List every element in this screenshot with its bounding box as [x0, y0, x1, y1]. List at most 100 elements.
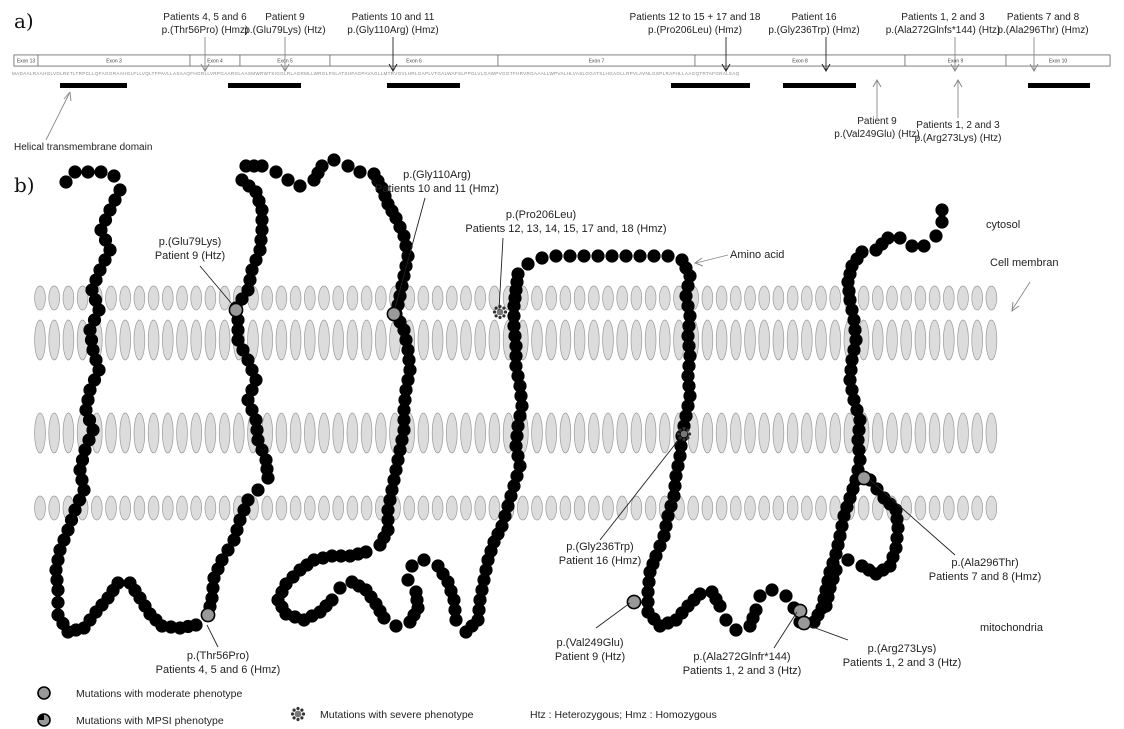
- lipid: [205, 413, 216, 453]
- amino-acid-residue: [753, 589, 766, 602]
- lipid: [361, 286, 372, 310]
- lipid: [290, 496, 301, 520]
- lipid: [375, 413, 386, 453]
- exon-label: Exon 13: [17, 59, 36, 65]
- lipid: [688, 496, 699, 520]
- lipid: [986, 320, 997, 360]
- legend-abbrev: Htz : Heterozygous; Hmz : Homozygous: [530, 709, 717, 721]
- legend-moderate: Mutations with moderate phenotype: [38, 687, 243, 700]
- lipid: [787, 286, 798, 310]
- lipid: [773, 286, 784, 310]
- annotation-val249: p.(Val249Glu) Patient 9 (Htz): [555, 603, 630, 663]
- lipid: [361, 413, 372, 453]
- lipid: [631, 286, 642, 310]
- lipid: [461, 413, 472, 453]
- lipid: [702, 320, 713, 360]
- lipid: [262, 496, 273, 520]
- lipid: [49, 413, 60, 453]
- svg-text:p.(Ala272Glnfr*144): p.(Ala272Glnfr*144): [693, 651, 790, 663]
- lipid: [177, 320, 188, 360]
- legend-mpsi: Mutations with MPSI phenotype: [38, 714, 224, 727]
- lipid: [432, 286, 443, 310]
- amino-acid-residue: [59, 175, 72, 188]
- lipid: [617, 320, 628, 360]
- lipid: [816, 413, 827, 453]
- lipid: [446, 496, 457, 520]
- lipid: [177, 496, 188, 520]
- svg-text:p.(Gly236Trp): p.(Gly236Trp): [566, 541, 633, 553]
- exon-label: Exon 4: [207, 59, 223, 65]
- lipid: [546, 413, 557, 453]
- lipid: [489, 320, 500, 360]
- lipid: [759, 413, 770, 453]
- lipid: [106, 496, 117, 520]
- lipid: [489, 286, 500, 310]
- helical-domain-bar: [671, 83, 750, 88]
- amino-acid-residue: [417, 553, 430, 566]
- lipid: [347, 286, 358, 310]
- lipid: [49, 496, 60, 520]
- lipid: [972, 413, 983, 453]
- lipid: [219, 413, 230, 453]
- lipid: [659, 320, 670, 360]
- svg-text:Mutations with severe phenotyp: Mutations with severe phenotype: [320, 709, 474, 721]
- lipid: [162, 496, 173, 520]
- svg-text:Patients 1, 2 and 3 (Htz): Patients 1, 2 and 3 (Htz): [683, 665, 802, 677]
- bottom-mutation-val249: Patient 9 p.(Val249Glu) (Htz): [834, 80, 919, 140]
- lipid: [801, 496, 812, 520]
- amino-acid-residue: [855, 245, 868, 258]
- lipid: [730, 320, 741, 360]
- amino-acid-residue: [893, 231, 906, 244]
- lipid: [816, 496, 827, 520]
- lipid: [730, 496, 741, 520]
- amino-acid-residue: [255, 159, 268, 172]
- svg-text:Patients 1, 2 and 3: Patients 1, 2 and 3: [901, 12, 985, 23]
- lipid: [461, 496, 472, 520]
- amino-acid-residue: [68, 165, 81, 178]
- svg-text:Patients 7 and 8: Patients 7 and 8: [1007, 12, 1080, 23]
- lipid: [489, 496, 500, 520]
- mutation-moderate: [793, 604, 806, 617]
- lipid: [120, 286, 131, 310]
- lipid: [361, 496, 372, 520]
- svg-text:Patient 9 (Htz): Patient 9 (Htz): [555, 651, 625, 663]
- lipid: [120, 320, 131, 360]
- lipid: [887, 413, 898, 453]
- svg-text:Patients 1, 2 and 3: Patients 1, 2 and 3: [916, 120, 1000, 131]
- lipid: [475, 320, 486, 360]
- lipid: [532, 286, 543, 310]
- lipid: [631, 413, 642, 453]
- lipid: [830, 413, 841, 453]
- lipid: [49, 320, 60, 360]
- lipid: [858, 496, 869, 520]
- amino-acid-residue: [881, 231, 894, 244]
- amino-acid-residue: [353, 165, 366, 178]
- lipid: [120, 413, 131, 453]
- lipid: [972, 496, 983, 520]
- lipid: [517, 496, 528, 520]
- amino-acid-residue: [605, 249, 618, 262]
- lipid: [702, 496, 713, 520]
- svg-text:Patient 9: Patient 9: [857, 116, 897, 127]
- lipid: [603, 496, 614, 520]
- lipid: [418, 320, 429, 360]
- lipid: [901, 286, 912, 310]
- amino-acid-residue: [293, 179, 306, 192]
- lipid: [134, 496, 145, 520]
- svg-text:p.(Pro206Leu) (Hmz): p.(Pro206Leu) (Hmz): [648, 25, 742, 36]
- helical-domain-bar: [228, 83, 301, 88]
- lipid: [730, 286, 741, 310]
- amino-acid-residue: [315, 159, 328, 172]
- amino-acid-residue: [591, 249, 604, 262]
- lipid: [887, 320, 898, 360]
- lipid: [929, 413, 940, 453]
- amino-acid-residue: [779, 589, 792, 602]
- lipid: [787, 413, 798, 453]
- amino-acid-residue: [647, 249, 660, 262]
- amino-acid-residue: [729, 623, 742, 636]
- amino-acid-residue: [855, 559, 868, 572]
- lipid: [603, 320, 614, 360]
- lipid: [972, 286, 983, 310]
- amino-acid-residue: [241, 493, 254, 506]
